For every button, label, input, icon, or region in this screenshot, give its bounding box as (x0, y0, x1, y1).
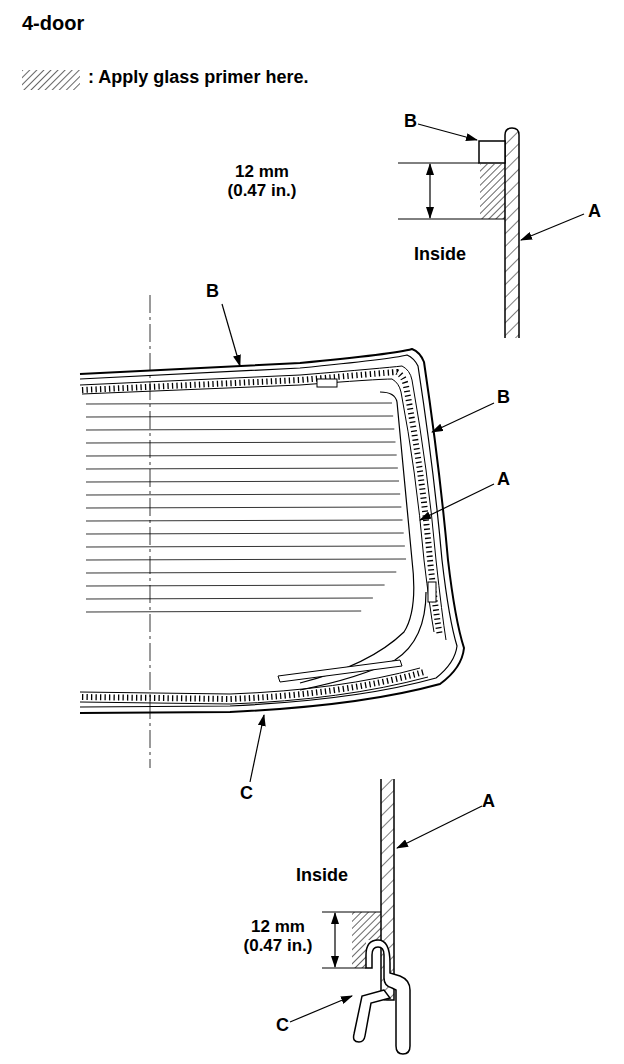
defroster-line (86, 403, 392, 404)
part-callout: C (240, 784, 253, 804)
leader-line (420, 484, 494, 520)
part-callout: A (497, 470, 510, 490)
legend-text: : Apply glass primer here. (88, 68, 308, 88)
leader-line (290, 996, 352, 1022)
primer-area (352, 912, 381, 940)
dimension-line (334, 913, 335, 967)
defroster-line (86, 572, 396, 573)
primer-band-edge (80, 366, 446, 640)
leader-line (418, 124, 477, 140)
primer-area (480, 164, 505, 219)
primer-band-edge (80, 677, 428, 704)
defroster-line (86, 442, 396, 443)
defroster-line (86, 429, 394, 430)
title: 4-door (22, 12, 84, 34)
defroster-line (86, 468, 398, 469)
primer-band-edge (82, 379, 434, 632)
defroster-line (86, 585, 385, 586)
molding-c (354, 990, 390, 1042)
side-note: Inside (414, 245, 466, 265)
windshield-view (80, 295, 494, 782)
legend-swatch (22, 70, 80, 90)
primer-area (352, 940, 366, 968)
defroster-line (86, 416, 393, 417)
defroster-line (86, 455, 397, 456)
molding-outer (80, 349, 464, 713)
part-callout: B (497, 388, 510, 408)
part-callout: B (206, 282, 219, 302)
defroster-line (86, 598, 373, 599)
top-section (398, 124, 584, 338)
defroster-line (86, 481, 399, 482)
leader-line (521, 214, 584, 240)
part-callout: C (276, 1016, 289, 1036)
defroster-line (86, 559, 406, 560)
leader-line (222, 304, 240, 366)
part-callout: A (588, 202, 601, 222)
dimension-label: 12 mm (0.47 in.) (234, 918, 322, 955)
primer-band (82, 372, 440, 636)
part-callout: B (404, 112, 417, 132)
defroster-line (86, 533, 404, 534)
bottom-section (290, 779, 482, 1054)
glass-edge (80, 355, 457, 707)
part-callout: A (482, 792, 495, 812)
leader-line (250, 715, 264, 782)
side-note: Inside (296, 866, 348, 886)
defroster-line (86, 611, 361, 612)
glass-section (505, 128, 519, 338)
dimension-label: 12 mm (0.47 in.) (218, 163, 306, 200)
leader-line (432, 403, 494, 432)
defroster-line (86, 494, 400, 495)
molding-b (479, 141, 505, 163)
dimension-line (429, 164, 430, 218)
defroster-line (86, 507, 401, 508)
inner-area-edge (300, 392, 414, 683)
leader-line (397, 806, 482, 848)
defroster-line (86, 546, 405, 547)
primer-band (82, 672, 424, 699)
defroster-line (86, 520, 403, 521)
